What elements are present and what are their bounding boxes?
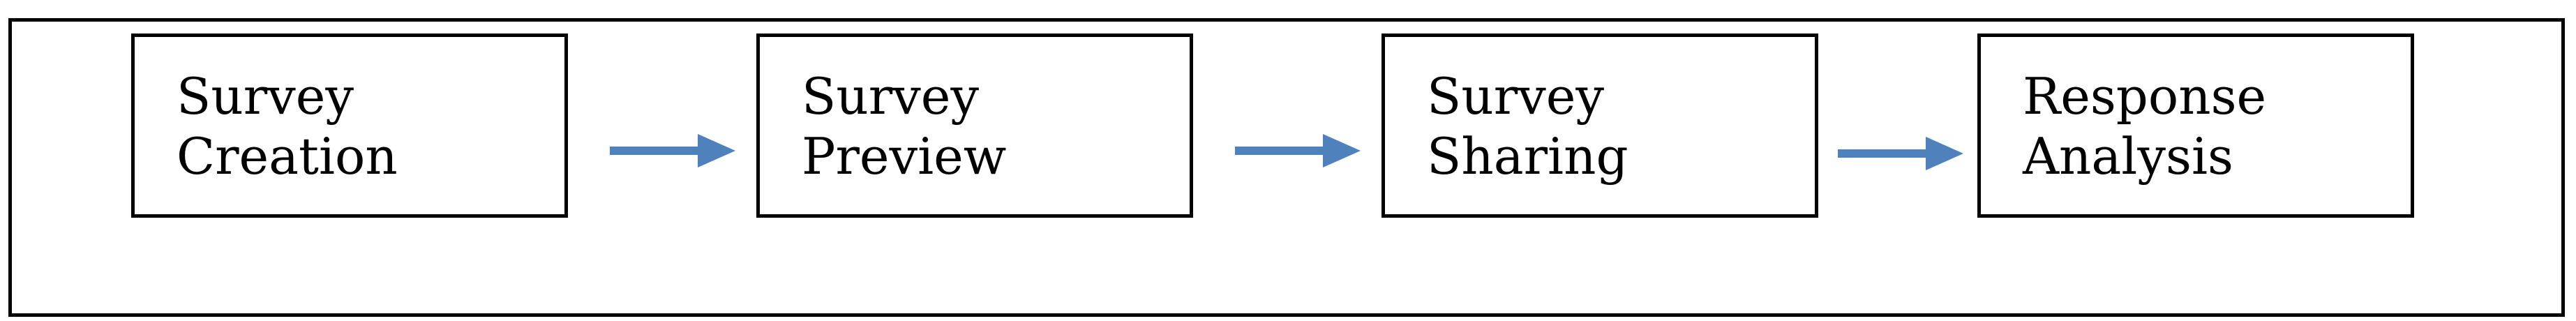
step-box-survey-preview: Survey Preview xyxy=(756,33,1193,218)
arrow-head xyxy=(1926,137,1963,170)
arrow-shaft xyxy=(610,147,701,155)
step-label-line-1: Response xyxy=(2023,67,2267,126)
step-label: Response Analysis xyxy=(2023,66,2397,186)
step-label: Survey Creation xyxy=(177,66,551,186)
step-label-line-2: Creation xyxy=(177,127,398,186)
step-label: Survey Sharing xyxy=(1427,66,1801,186)
step-label-line-2: Sharing xyxy=(1427,127,1628,186)
arrow-head xyxy=(1323,134,1361,167)
step-label-line-1: Survey xyxy=(1427,67,1605,126)
step-label-line-2: Preview xyxy=(802,127,1007,186)
flow-arrow-2 xyxy=(1235,134,1361,167)
step-box-survey-creation: Survey Creation xyxy=(131,33,568,218)
step-box-response-analysis: Response Analysis xyxy=(1977,33,2414,218)
step-box-survey-sharing: Survey Sharing xyxy=(1381,33,1818,218)
flow-arrow-1 xyxy=(610,134,735,167)
step-label-line-1: Survey xyxy=(802,67,980,126)
arrow-shaft xyxy=(1235,147,1326,155)
step-label-line-2: Analysis xyxy=(2023,127,2233,186)
arrow-shaft xyxy=(1838,149,1929,158)
step-label: Survey Preview xyxy=(802,66,1176,186)
flow-arrow-3 xyxy=(1838,137,1963,170)
step-label-line-1: Survey xyxy=(177,67,354,126)
arrow-head xyxy=(698,134,735,167)
